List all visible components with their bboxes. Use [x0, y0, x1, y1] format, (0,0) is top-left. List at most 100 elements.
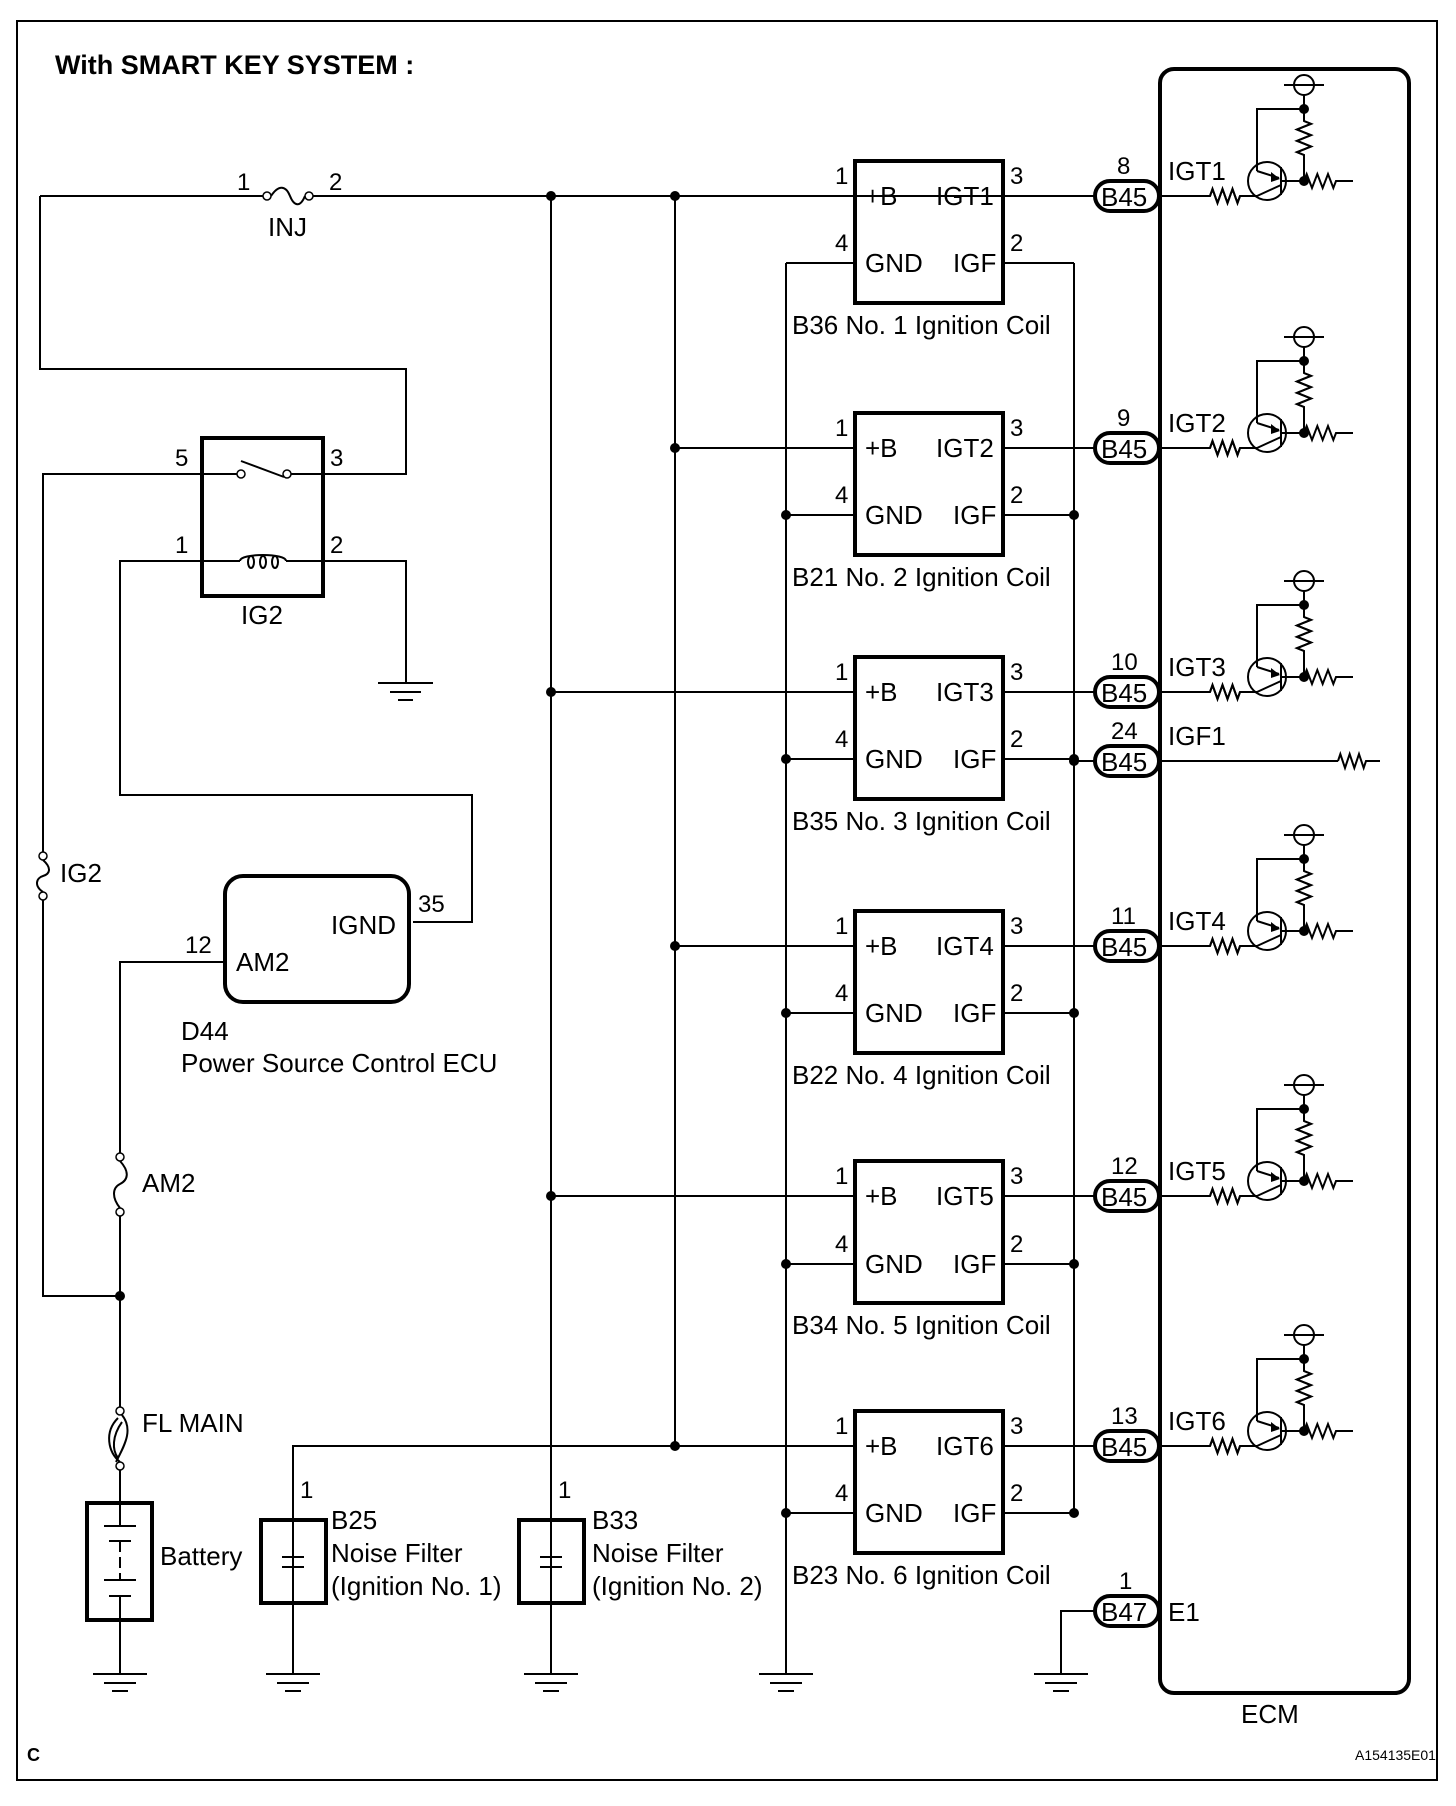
- inj-fuse: [262, 186, 314, 206]
- coil-caption: B22 No. 4 Ignition Coil: [792, 1060, 1051, 1090]
- connector-label: B45: [1101, 182, 1147, 212]
- ecm-pin-number: 8: [1117, 153, 1130, 180]
- b25-desc: (Ignition No. 1): [331, 1571, 502, 1601]
- ecm-terminal-label: E1: [1168, 1597, 1200, 1627]
- ecm: ECM: [1158, 67, 1411, 1729]
- coil-terminal-gnd: GND: [865, 744, 923, 774]
- coil-terminal-igf: IGF: [953, 500, 996, 530]
- ecu-pin-12: 12: [185, 932, 212, 959]
- coil-pin-3: 3: [1010, 659, 1023, 686]
- connector-label: B45: [1101, 434, 1147, 464]
- coil-caption: B21 No. 2 Ignition Coil: [792, 562, 1051, 592]
- ecm-igniter-driver: IGT5: [1160, 1074, 1353, 1206]
- ground-icon: [266, 1673, 320, 1692]
- coil-pin-1: 1: [835, 1413, 848, 1440]
- coil-terminal-igt: IGT6: [936, 1431, 994, 1461]
- coil-terminal-igt: IGT4: [936, 931, 994, 961]
- ground-icon: [1034, 1673, 1088, 1692]
- connector-label: B47: [1101, 1597, 1147, 1627]
- ig2-fuse-label: IG2: [60, 858, 102, 888]
- relay-pin-5: 5: [175, 445, 188, 472]
- coil-caption: B35 No. 3 Ignition Coil: [792, 806, 1051, 836]
- ecm-pin-number: 10: [1111, 649, 1138, 676]
- b25-pin: 1: [300, 1477, 313, 1504]
- inj-fuse-label: INJ: [268, 212, 307, 242]
- coil-terminal-gnd: GND: [865, 500, 923, 530]
- ecm-igniter-driver: IGT3: [1160, 570, 1353, 702]
- coil-terminal-igt: IGT5: [936, 1181, 994, 1211]
- ecm-pin-number: 13: [1111, 1403, 1138, 1430]
- diagram-title: With SMART KEY SYSTEM :: [55, 50, 414, 80]
- coil-caption: B23 No. 6 Ignition Coil: [792, 1560, 1051, 1590]
- coil-box: [853, 411, 1005, 557]
- b25-name: Noise Filter: [331, 1538, 463, 1568]
- coil-terminal-gnd: GND: [865, 998, 923, 1028]
- coil-caption: B34 No. 5 Ignition Coil: [792, 1310, 1051, 1340]
- ecu-name: Power Source Control ECU: [181, 1048, 497, 1078]
- coil-pin-3: 3: [1010, 1163, 1023, 1190]
- coil-pin-4: 4: [835, 1480, 848, 1507]
- coil-terminal-plus-b: +B: [865, 181, 898, 211]
- coil-pin-1: 1: [835, 659, 848, 686]
- coil-pin-3: 3: [1010, 163, 1023, 190]
- ecm-terminal-label: IGT3: [1168, 652, 1226, 682]
- ecu-terminal-am2: AM2: [236, 947, 289, 977]
- b33-pin: 1: [558, 1477, 571, 1504]
- ecm-terminal-label: IGT2: [1168, 408, 1226, 438]
- ecm-box: [1158, 67, 1411, 1695]
- ig2-fuse: [36, 851, 50, 901]
- ground-symbols: [93, 1673, 1088, 1692]
- coil-caption: B36 No. 1 Ignition Coil: [792, 310, 1051, 340]
- coil-pin-2: 2: [1010, 482, 1023, 509]
- relay-pin-1: 1: [175, 532, 188, 559]
- connector-b45: [1093, 744, 1161, 778]
- connector-label: B45: [1101, 678, 1147, 708]
- coil-terminal-igf: IGF: [953, 1498, 996, 1528]
- coil-pin-3: 3: [1010, 1413, 1023, 1440]
- relay-switch-icon: [202, 460, 323, 479]
- ecm-igniter-driver: IGT1: [1160, 74, 1353, 206]
- coil-terminal-igf: IGF: [953, 248, 996, 278]
- ground-icon: [524, 1673, 578, 1692]
- coil-terminal-plus-b: +B: [865, 677, 898, 707]
- coil-pin-1: 1: [835, 415, 848, 442]
- coil-box: [853, 1409, 1005, 1555]
- ig2-relay: [200, 436, 325, 598]
- ecm-igniter-driver: IGT2: [1160, 326, 1353, 458]
- coil-terminal-gnd: GND: [865, 248, 923, 278]
- b33-code: B33: [592, 1505, 638, 1535]
- coil-pin-4: 4: [835, 230, 848, 257]
- ecm-pin-number: 1: [1119, 1568, 1132, 1595]
- coil-terminal-igt: IGT1: [936, 181, 994, 211]
- fl-main-fusible-link: [108, 1406, 129, 1471]
- ground-icon: [93, 1673, 147, 1692]
- coil-pin-4: 4: [835, 726, 848, 753]
- coil-terminal-igf: IGF: [953, 744, 996, 774]
- coil-terminal-plus-b: +B: [865, 1431, 898, 1461]
- coil-terminal-igt: IGT2: [936, 433, 994, 463]
- noise-filter-b25: 1 B25 Noise Filter (Ignition No. 1): [259, 1445, 675, 1674]
- b33-name: Noise Filter: [592, 1538, 724, 1568]
- relay-coil-icon: [202, 554, 323, 569]
- coil-pin-2: 2: [1010, 230, 1023, 257]
- figure-id: A154135E01: [1355, 1747, 1436, 1763]
- ecm-pin-number: 24: [1111, 718, 1138, 745]
- am2-fuse: [113, 1152, 128, 1217]
- ecm-pin-number: 12: [1111, 1153, 1138, 1180]
- power-source-ecu: [223, 874, 411, 1004]
- ecm-pin-number: 11: [1111, 903, 1136, 930]
- ecm-terminal-label: IGT5: [1168, 1156, 1226, 1186]
- ecu-code: D44: [181, 1016, 229, 1046]
- ground-icon: [378, 682, 433, 701]
- coil-pin-2: 2: [1010, 1480, 1023, 1507]
- connector-label: B45: [1101, 932, 1147, 962]
